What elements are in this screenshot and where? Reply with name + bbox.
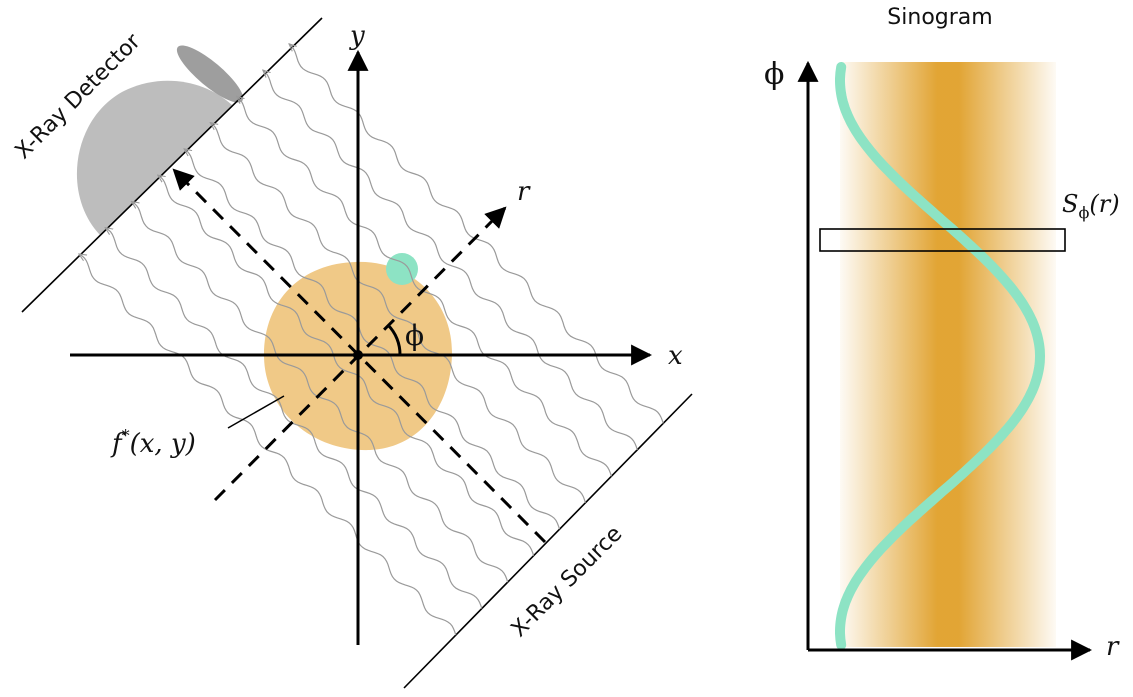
source-label: X-Ray Source — [507, 521, 628, 642]
sinogram-curve — [835, 62, 1046, 650]
r-axis-label: r — [517, 177, 531, 207]
sinogram-r-label: r — [1106, 632, 1120, 662]
angle-label: ϕ — [405, 319, 424, 352]
x-ray-beam — [106, 228, 483, 609]
sinogram-phi-label: ϕ — [764, 57, 784, 92]
x-ray-beam — [237, 97, 612, 477]
x-ray-beam — [185, 149, 561, 530]
x-ray-beam — [263, 71, 638, 451]
sinogram-title: Sinogram — [887, 5, 992, 30]
ct-geometry: x y r ϕ f*(x, y) X-Ray Detector X-Ray So… — [11, 17, 693, 689]
detector-projection-peak — [176, 45, 244, 103]
angle-arc — [386, 323, 402, 356]
x-ray-beam — [211, 123, 586, 503]
projection-box — [819, 228, 1066, 252]
object-label: f*(x, y) — [110, 426, 196, 459]
detector-projection-shadow — [76, 80, 232, 235]
detector-line — [21, 17, 323, 313]
x-ray-beams — [80, 44, 664, 636]
projection-label: Sϕ(r) — [1062, 190, 1120, 222]
source-line — [403, 393, 693, 689]
x-axis-label: x — [668, 341, 683, 371]
x-ray-beam — [132, 202, 509, 583]
sinogram-panel: Sinogram ϕ r Sϕ(r) — [764, 5, 1120, 662]
x-ray-beam — [290, 44, 664, 424]
y-axis-label: y — [349, 21, 365, 51]
x-ray-beam — [80, 254, 457, 636]
origin-dot — [353, 350, 363, 360]
detector-normal-axis — [172, 168, 547, 544]
object-point — [386, 253, 418, 285]
x-ray-beam — [158, 176, 535, 556]
object-label-leader — [227, 395, 285, 429]
